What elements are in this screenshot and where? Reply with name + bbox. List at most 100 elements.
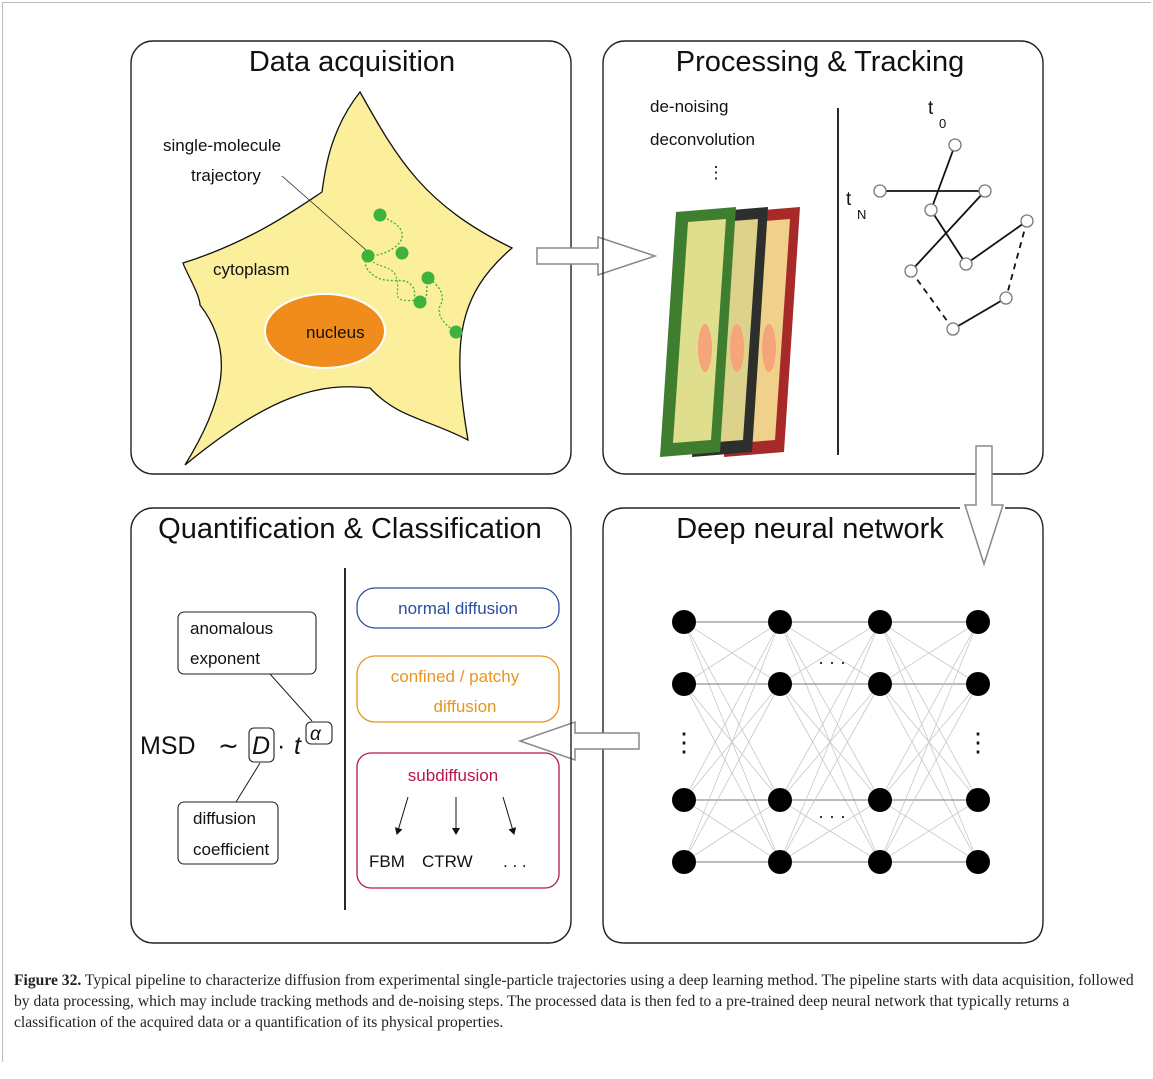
neuron [966, 788, 990, 812]
neuron [868, 788, 892, 812]
trajectory-label-line-2: trajectory [191, 166, 261, 185]
class-subdiffusion-label: subdiffusion [408, 766, 498, 785]
neuron [966, 850, 990, 874]
exponent-label-2: exponent [190, 649, 260, 668]
particle [373, 208, 387, 222]
t0-subscript: 0 [939, 116, 946, 131]
label-fbm: FBM [369, 852, 405, 871]
formula-alpha: α [310, 724, 322, 745]
trajectory-pointer-line [281, 175, 367, 251]
trajectory-path [364, 214, 457, 333]
network-connection [683, 799, 781, 863]
panel-deep-neural-network: Deep neural network · · · · · · ⋮ ⋮ [602, 507, 1044, 944]
panel-frame [602, 40, 1044, 475]
steps-ellipsis: ⋮ [708, 163, 725, 182]
formula-dot: · [277, 732, 285, 760]
input-ellipsis: ⋮ [671, 727, 697, 757]
neuron [672, 850, 696, 874]
neuron [868, 610, 892, 634]
coefficient-box [177, 801, 279, 865]
coefficient-label-2: coefficient [193, 840, 270, 859]
formula-t: t [294, 732, 302, 760]
formula-D-box [248, 727, 275, 763]
panel-title: Deep neural network [676, 513, 944, 545]
cell-shape [182, 90, 514, 466]
network-connection [683, 621, 781, 863]
network-connection [879, 621, 979, 685]
arrow-fbm [394, 796, 409, 835]
image-stack [660, 207, 800, 457]
neuron [768, 672, 792, 696]
particle [421, 271, 435, 285]
nucleus [264, 293, 386, 369]
panel-processing-tracking: Processing & Tracking de-noising deconvo… [602, 40, 1044, 475]
neuron [672, 672, 696, 696]
neuron [768, 788, 792, 812]
coefficient-label-1: diffusion [193, 809, 256, 828]
class-confined-box [356, 655, 560, 723]
exponent-label-1: anomalous [190, 619, 273, 638]
network-connection [879, 621, 979, 863]
panel-quantification-classification: Quantification & Classification anomalou… [130, 507, 572, 944]
caption-text: Typical pipeline to characterize diffusi… [14, 972, 1134, 1031]
output-ellipsis: ⋮ [965, 727, 991, 757]
msd-formula: MSD ∼ D · t α [140, 721, 333, 763]
network-connection [683, 683, 781, 863]
neuron [768, 850, 792, 874]
network-connection [779, 621, 881, 801]
panel-title: Quantification & Classification [158, 513, 542, 545]
exponent-pointer [269, 673, 313, 722]
network-connection [879, 621, 979, 801]
hidden-ellipsis-bottom: · · · [818, 806, 846, 826]
neuron [966, 610, 990, 634]
hidden-ellipsis-top: · · · [818, 652, 846, 672]
network-connection [779, 799, 881, 863]
class-normal-label: normal diffusion [398, 599, 518, 618]
particle [449, 325, 463, 339]
neuron [868, 672, 892, 696]
network-connections [683, 621, 979, 863]
t0-label: t [928, 98, 934, 119]
formula-sim: ∼ [218, 732, 239, 760]
neuron [672, 788, 696, 812]
class-normal-box [356, 587, 560, 629]
tN-label: t [846, 189, 852, 210]
class-subdiffusion-box [356, 752, 560, 889]
caption-label: Figure 32. [14, 972, 82, 989]
coefficient-pointer [235, 762, 261, 803]
flow-arrow-down [963, 445, 1005, 567]
flow-arrow-right [536, 235, 658, 277]
pipeline-diagram: Data acquisition nucleus cytoplasm singl… [130, 40, 1044, 944]
neuron [966, 672, 990, 696]
panel-data-acquisition: Data acquisition nucleus cytoplasm singl… [130, 40, 572, 475]
network-connection [779, 621, 881, 863]
figure-caption: Figure 32. Typical pipeline to character… [14, 970, 1139, 1033]
nucleus-label: nucleus [306, 323, 365, 342]
frame-green [660, 207, 736, 457]
neuron [768, 610, 792, 634]
network-neurons [672, 610, 990, 874]
particle [395, 246, 409, 260]
exponent-box [177, 611, 317, 675]
tN-subscript: N [857, 207, 866, 222]
panel-title: Data acquisition [249, 46, 455, 78]
cytoplasm-label: cytoplasm [213, 260, 290, 279]
label-ctrw: CTRW [422, 852, 473, 871]
network-connection [779, 683, 881, 863]
network-connection [683, 621, 781, 685]
neuron [868, 850, 892, 874]
trajectory-path-2 [367, 255, 421, 303]
class-confined-label-2: diffusion [433, 697, 496, 716]
step-denoising: de-noising [650, 97, 728, 116]
flow-arrow-left [517, 720, 640, 762]
particle [413, 295, 427, 309]
arrow-more [502, 796, 517, 835]
panel-frame [130, 507, 572, 944]
trajectory-points [873, 138, 1034, 336]
neuron [672, 610, 696, 634]
label-more: . . . [503, 852, 527, 871]
panel-title: Processing & Tracking [676, 46, 965, 78]
network-connection [683, 621, 781, 801]
particle [361, 249, 375, 263]
